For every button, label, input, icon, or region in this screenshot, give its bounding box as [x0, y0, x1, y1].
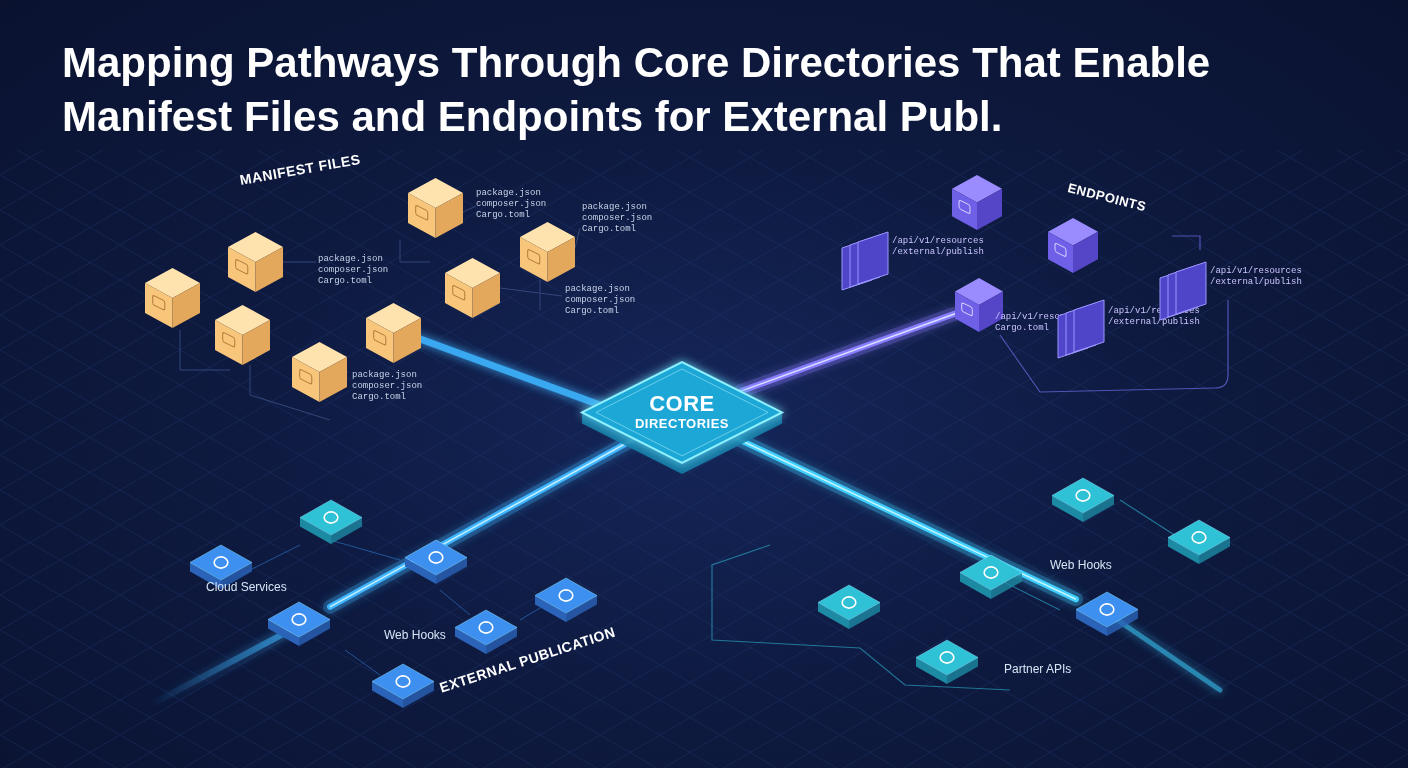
- service-label: Cloud Services: [206, 580, 287, 594]
- endpoint-cards-shape: [1058, 300, 1106, 360]
- leader-lines: [240, 540, 545, 675]
- manifest-cube-shape: [445, 258, 500, 318]
- file-list: package.json composer.json Cargo.toml: [565, 284, 649, 317]
- service-tile: [1168, 520, 1230, 564]
- endpoint-cards: /api/v1/resources /external/publish: [842, 232, 890, 292]
- manifest-cube: package.json composer.json Cargo.toml: [408, 178, 463, 238]
- service-tile: [960, 555, 1022, 599]
- file-cube: [366, 303, 421, 363]
- service-tile: [818, 585, 880, 629]
- manifest-cube-shape: [292, 342, 347, 402]
- service-tile-shape: [916, 640, 978, 684]
- manifest-cube-shape: [408, 178, 463, 238]
- circuit-lines: [712, 500, 1190, 690]
- file-list: package.json composer.json Cargo.toml: [352, 370, 436, 403]
- service-tile: Cloud Services: [268, 602, 330, 646]
- service-tile: [405, 540, 467, 584]
- file-cube: [215, 305, 270, 365]
- light-beam: [740, 314, 955, 392]
- service-tile-shape: [1076, 592, 1138, 636]
- light-beam: [330, 439, 634, 607]
- service-tile: [535, 578, 597, 622]
- service-tile: Partner APIs: [916, 640, 978, 684]
- service-tile: Web Hooks: [1076, 592, 1138, 636]
- manifest-cube-shape: [228, 232, 283, 292]
- light-beam: [734, 437, 1076, 599]
- core-heading: CORE: [649, 392, 715, 416]
- service-tile-shape: [372, 664, 434, 708]
- service-label: Partner APIs: [1004, 662, 1071, 676]
- core-diamond: COREDIRECTORIES: [582, 362, 782, 474]
- core-subheading: DIRECTORIES: [635, 416, 729, 432]
- file-list: package.json composer.json Cargo.toml: [582, 202, 666, 235]
- core-label: COREDIRECTORIES: [582, 362, 782, 463]
- manifest-cube: package.json composer.json Cargo.toml: [520, 222, 575, 282]
- leader-lines: [180, 206, 580, 420]
- file-cube: [1048, 218, 1098, 273]
- endpoint-cards: /api/v1/resources /external/publish: [1160, 262, 1208, 322]
- file-cube: [145, 268, 200, 328]
- iso-grid: [0, 150, 1408, 768]
- manifest-cube: package.json composer.json Cargo.toml: [228, 232, 283, 292]
- manifest-cube-shape: [520, 222, 575, 282]
- service-tile: Web Hooks: [372, 664, 434, 708]
- endpoint-cube: /api/v1/resources Cargo.toml: [955, 278, 1003, 332]
- endpoint-cards-shape: [842, 232, 890, 292]
- manifest-cube: package.json composer.json Cargo.toml: [292, 342, 347, 402]
- manifest-cube: package.json composer.json Cargo.toml: [445, 258, 500, 318]
- file-list: /api/v1/resources /external/publish: [892, 236, 1002, 258]
- service-tile: [455, 610, 517, 654]
- file-list: package.json composer.json Cargo.toml: [318, 254, 402, 287]
- service-tile: [300, 500, 362, 544]
- endpoint-cards: /api/v1/resources /external/publish: [1058, 300, 1106, 360]
- service-tile-shape: [268, 602, 330, 646]
- file-list: /api/v1/resources /external/publish: [1210, 266, 1320, 288]
- file-list: package.json composer.json Cargo.toml: [476, 188, 560, 221]
- service-tile: [1052, 478, 1114, 522]
- endpoint-cards-shape: [1160, 262, 1208, 322]
- service-label: Web Hooks: [1050, 558, 1112, 572]
- file-cube: [952, 175, 1002, 230]
- service-label: Web Hooks: [384, 628, 446, 642]
- title: Mapping Pathways Through Core Directorie…: [62, 36, 1352, 144]
